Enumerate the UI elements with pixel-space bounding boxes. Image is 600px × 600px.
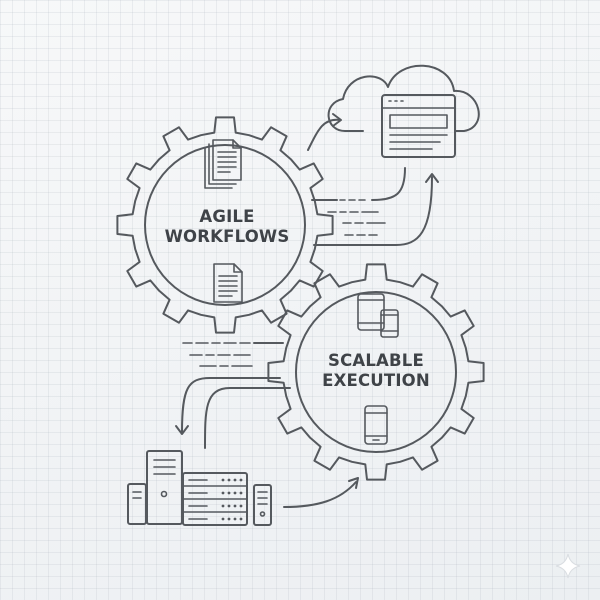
data-flow-lines-scalable-to-servers [175,342,291,449]
document-icon [204,139,242,189]
tablet-phone-icon [357,293,399,338]
document-icon [213,263,243,303]
server-rack-icon [127,450,272,526]
scalable-gear-inner-ring [295,291,457,453]
agile-gear-title-line2: WORKFLOWS [165,227,290,246]
connector-servers-to-scalable [283,477,359,508]
sparkle-icon [555,553,581,579]
agile-gear-title-line1: AGILE [199,207,254,226]
cloud-browser-icon [327,64,480,158]
data-flow-lines-agile-to-cloud [311,167,439,246]
agile-gear-outline [116,116,334,334]
scalable-gear-title-line2: EXECUTION [322,371,430,390]
scalable-gear-title-line1: SCALABLE [328,351,424,370]
scalable-gear-outline [267,263,485,481]
connector-gear-to-cloud [307,113,342,151]
smartphone-icon [364,405,388,445]
scalable-execution-gear: SCALABLE EXECUTION [267,263,485,481]
agile-workflows-gear: AGILE WORKFLOWS [116,116,334,334]
agile-gear-inner-ring [144,144,306,306]
